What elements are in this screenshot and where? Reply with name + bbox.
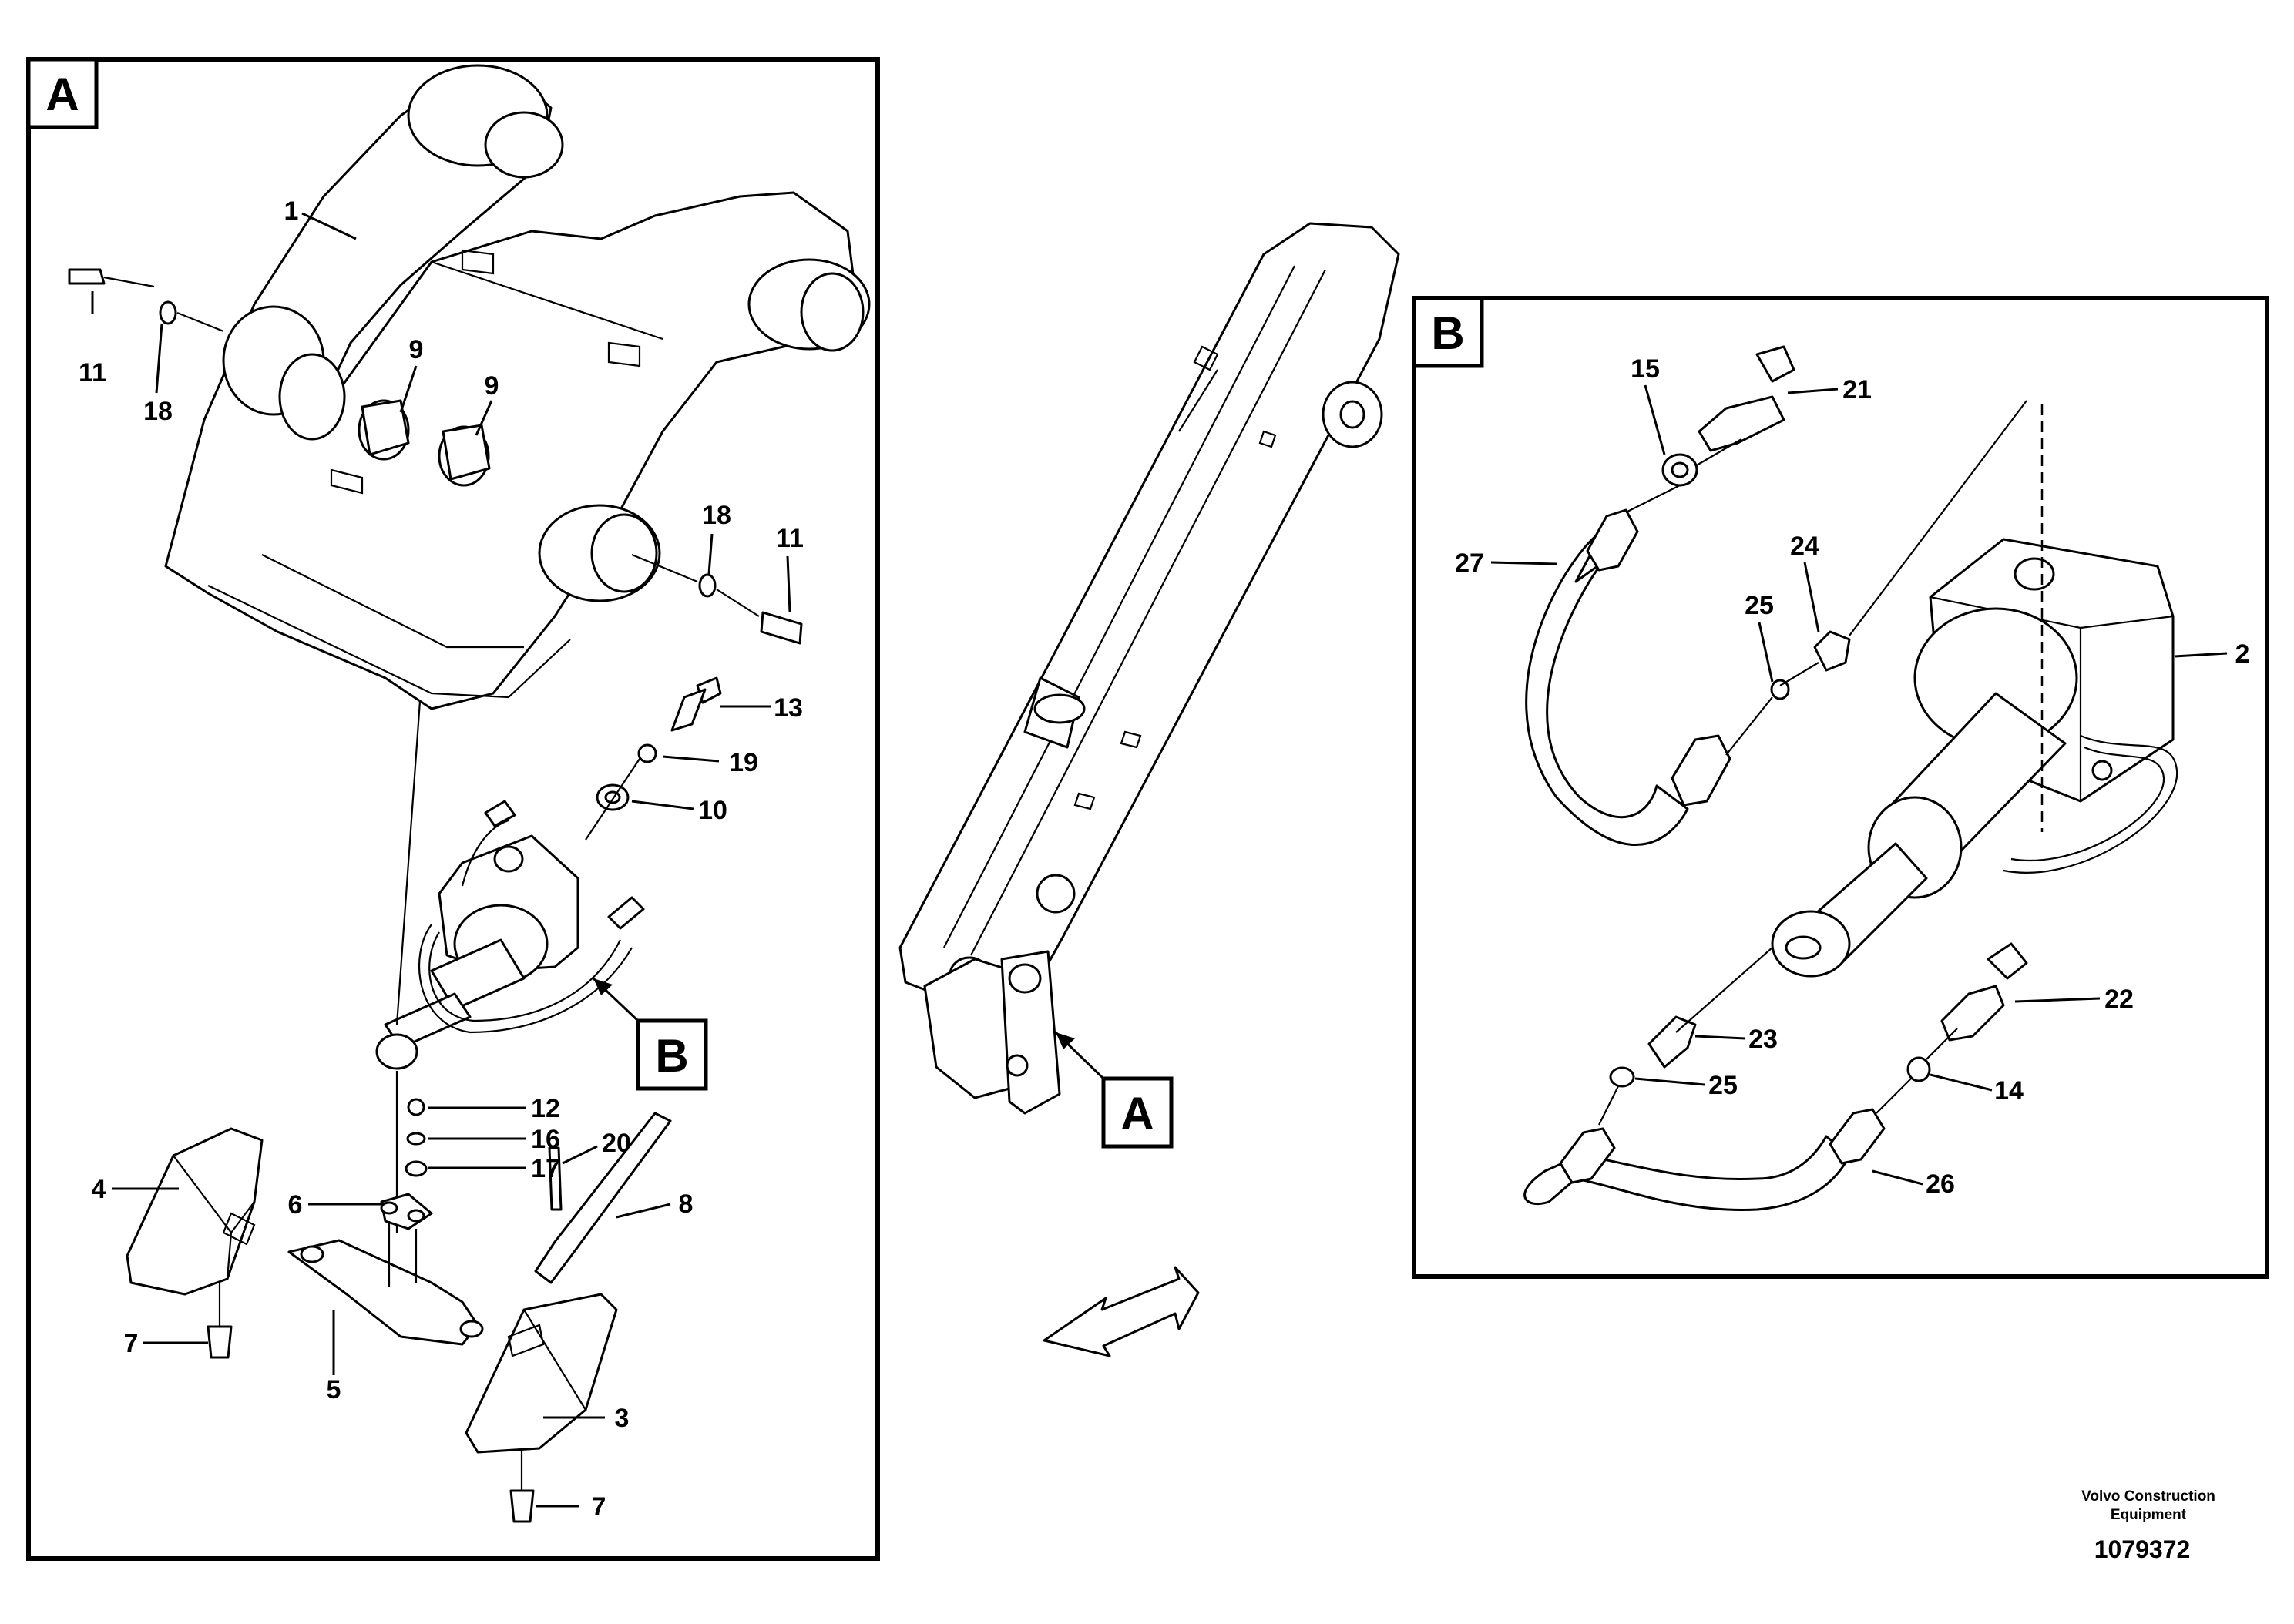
callout-a-5: 5 [327,1375,341,1404]
panel-a-frame [26,57,880,1561]
callout-b-22: 22 [2104,985,2134,1014]
panel-a: A [26,57,880,1561]
callout-a-10: 10 [698,796,727,825]
callout-a-9-first: 9 [409,335,424,364]
callout-b-24: 24 [1790,532,1819,561]
callout-b-25-upper: 25 [1745,591,1774,620]
callout-a-4: 4 [92,1175,106,1204]
callout-a-13: 13 [774,693,803,723]
callout-b-23: 23 [1748,1025,1778,1054]
callout-a-7-bottom: 7 [592,1492,606,1522]
cylinder-drawing [1771,404,2178,978]
callout-a-1: 1 [284,196,299,226]
callout-b-15: 15 [1631,354,1660,384]
callout-a-8: 8 [679,1189,694,1219]
callout-a-18-right: 18 [702,501,731,530]
view-direction-arrow [1043,1266,1200,1357]
panel-b-leaders [1490,384,2228,1186]
callout-b-25-lower: 25 [1708,1071,1738,1100]
pointer-tag-b: B [592,977,708,1091]
callout-a-17: 17 [531,1154,560,1183]
panel-b-frame [1412,296,2269,1279]
panel-a-leaders [91,212,791,1508]
panel-b-tag: B [1431,307,1464,359]
lock-cylinder-drawing [375,676,722,1233]
pointer-tag-b-box [636,1018,708,1091]
coupler-frame-drawing [68,64,871,710]
callout-b-14: 14 [1994,1076,2024,1106]
panel-b: B [1412,296,2269,1279]
panel-b-callouts: 15 21 27 24 25 2 22 23 25 14 26 [1455,354,2249,1199]
callout-a-11-left: 11 [79,358,106,388]
panel-b-tag-box [1412,296,1484,368]
callout-a-19: 19 [729,748,758,777]
callout-a-7-left: 7 [124,1329,139,1358]
panel-a-tag-box [26,57,99,129]
lower-hose-drawing [1523,942,2028,1211]
lower-linkage-drawing [126,1098,672,1523]
callout-a-9-second: 9 [485,371,499,401]
callout-b-27: 27 [1455,549,1484,578]
pointer-tag-b-label: B [655,1030,688,1082]
panel-a-tag: A [45,69,79,120]
callout-b-26: 26 [1926,1169,1955,1199]
document-number: 1079372 [2094,1535,2191,1563]
company-name-line2: Equipment [2111,1507,2187,1523]
callout-a-3: 3 [615,1404,630,1433]
callout-b-2: 2 [2235,639,2250,669]
pointer-tag-a-box [1101,1076,1174,1149]
callout-a-11-right: 11 [776,524,804,553]
callout-a-6: 6 [288,1190,303,1220]
company-name-line1: Volvo Construction [2081,1488,2215,1505]
footer: Volvo Construction Equipment 1079372 [2081,1488,2215,1563]
callout-a-18-left: 18 [143,397,173,426]
boom-overview-drawing: A [898,222,1400,1149]
panel-a-callouts: 1 11 18 9 9 18 11 13 19 10 12 16 17 20 8… [79,196,804,1522]
callout-a-12: 12 [531,1094,560,1123]
pointer-tag-a-label: A [1120,1088,1154,1139]
callout-a-20: 20 [602,1129,631,1158]
callout-a-16: 16 [531,1125,560,1154]
upper-hose-drawing [1525,345,2027,847]
callout-b-21: 21 [1842,375,1872,404]
